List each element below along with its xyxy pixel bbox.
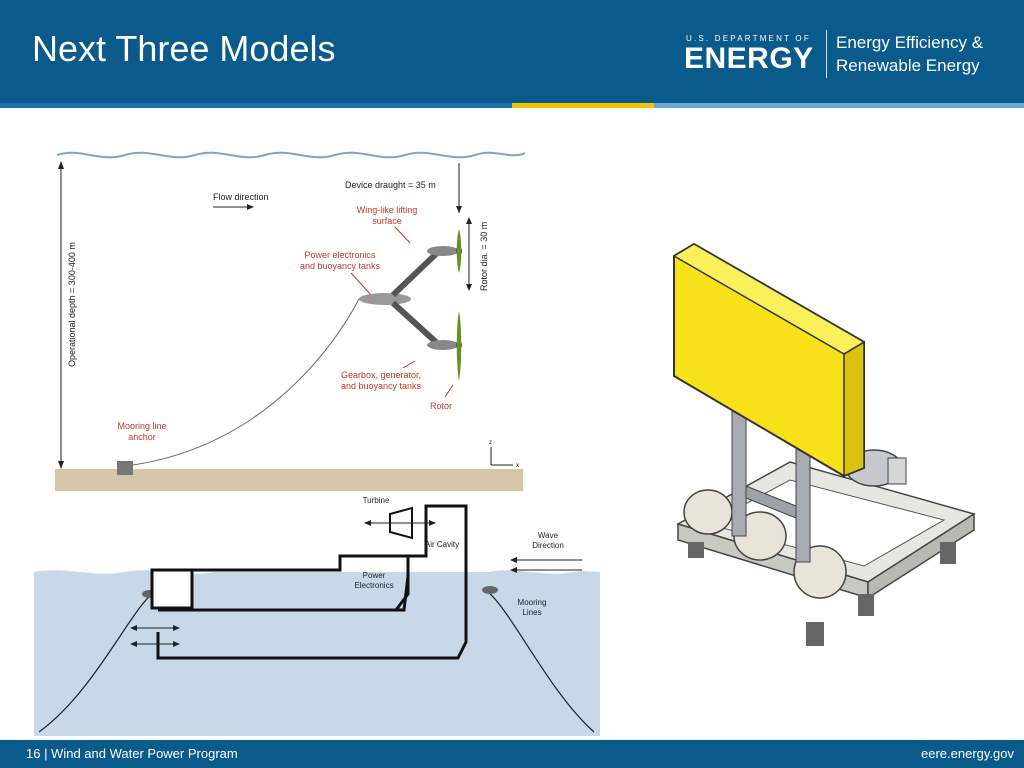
support-leg-right bbox=[795, 437, 811, 563]
header-stripe-left bbox=[0, 103, 512, 108]
seabed bbox=[55, 469, 523, 491]
rotor-label: Rotor bbox=[430, 401, 452, 411]
x-axis-label: x bbox=[516, 463, 519, 469]
wave-surge-device-render bbox=[672, 242, 976, 646]
turbine-arrow-left bbox=[364, 520, 371, 526]
air-cavity-label: Air Cavity bbox=[425, 540, 459, 549]
water-body bbox=[34, 570, 600, 736]
oscillation-arrowhead-lower-right bbox=[173, 641, 180, 647]
gearbox-leader bbox=[402, 360, 416, 369]
rotor-dia-arrow-bottom bbox=[466, 284, 472, 291]
support-leg-left bbox=[731, 405, 747, 537]
turbine-arrow-right bbox=[429, 520, 436, 526]
draught-arrowhead bbox=[456, 206, 462, 213]
foot-front-left bbox=[688, 542, 704, 558]
tidal-diagram-bg bbox=[55, 135, 525, 493]
wave-direction-line2: Direction bbox=[532, 541, 564, 550]
sea-surface-line bbox=[56, 151, 525, 159]
forward-chamber bbox=[150, 568, 194, 610]
foot-back-right bbox=[940, 542, 956, 564]
gearbox-label-line2: and buoyancy tanks bbox=[341, 381, 422, 391]
mooring-anchor-block bbox=[117, 461, 133, 475]
owc-device-diagram: Turbine Air Cavity Power Electronics Wav… bbox=[34, 492, 600, 736]
slide-footer: 16 | Wind and Water Power Program eere.e… bbox=[0, 740, 1024, 768]
eere-logo-line2: Renewable Energy bbox=[836, 56, 980, 75]
power-electronics-compartment bbox=[340, 554, 410, 611]
mooring-anchor-line2: anchor bbox=[128, 432, 156, 442]
wing-label-line2: surface bbox=[372, 216, 402, 226]
flow-direction-label: Flow direction bbox=[213, 192, 269, 202]
mooring-line-right bbox=[487, 591, 595, 733]
z-axis-label: z bbox=[489, 440, 492, 446]
wave-arrowhead-upper bbox=[510, 557, 517, 563]
support-crossbar bbox=[745, 485, 797, 519]
power-electronics-label-line2: Electronics bbox=[354, 581, 393, 590]
mooring-attach-right bbox=[482, 586, 498, 594]
yellow-paddle-face bbox=[673, 242, 865, 478]
mooring-lines-label-line2: Lines bbox=[522, 608, 541, 617]
rotor-dia-arrow-top bbox=[466, 217, 472, 224]
header-stripe-mid bbox=[512, 103, 654, 108]
mooring-line-left bbox=[38, 591, 155, 733]
wave-direction-line1: Wave bbox=[538, 531, 559, 540]
buoyancy-cylinder-1 bbox=[683, 489, 733, 535]
footer-website[interactable]: eere.energy.gov bbox=[921, 746, 1014, 761]
upper-rotor-blade bbox=[456, 229, 462, 273]
power-electronics-line2: and buoyancy tanks bbox=[300, 261, 381, 271]
eere-logo-line1: Energy Efficiency & bbox=[836, 33, 984, 52]
slide-header: Next Three Models U.S. DEPARTMENT OF ENE… bbox=[0, 0, 1024, 103]
wing-leader bbox=[394, 226, 411, 244]
oscillation-arrowhead-lower-left bbox=[130, 641, 137, 647]
wave-arrowhead-lower bbox=[510, 567, 517, 573]
yellow-paddle-top bbox=[672, 243, 866, 355]
upper-strut bbox=[390, 250, 440, 298]
foot-front-right bbox=[806, 622, 824, 646]
oscillation-arrowhead-upper-left bbox=[130, 625, 137, 631]
depth-arrow-bottom bbox=[58, 461, 64, 469]
foot-mid-right bbox=[858, 594, 874, 616]
base-frame-side bbox=[867, 512, 975, 600]
power-electronics-line1: Power electronics bbox=[304, 250, 376, 260]
logo-divider bbox=[826, 30, 827, 78]
footer-program-label: 16 | Wind and Water Power Program bbox=[26, 746, 238, 761]
upper-nacelle bbox=[427, 246, 459, 256]
lower-strut bbox=[390, 300, 440, 346]
oscillation-arrowhead-upper-right bbox=[173, 625, 180, 631]
central-buoyancy-body bbox=[359, 293, 411, 305]
turbine-label: Turbine bbox=[363, 496, 390, 505]
rotor-leader bbox=[444, 384, 454, 398]
flow-direction-arrowhead bbox=[247, 204, 254, 210]
tidal-device-diagram: Operational depth = 300-400 m Flow direc… bbox=[55, 135, 525, 493]
doe-logo-small-text: U.S. DEPARTMENT OF bbox=[686, 34, 811, 43]
power-electronics-leader bbox=[350, 272, 372, 296]
rotor-dia-label: Rotor dia. = 30 m bbox=[479, 222, 489, 291]
doe-logo-energy: ENERGY bbox=[684, 42, 814, 75]
generator-endcap bbox=[887, 457, 907, 485]
depth-arrow-top bbox=[58, 161, 64, 169]
mooring-lines-label-line1: Mooring bbox=[518, 598, 547, 607]
mooring-tether bbox=[132, 298, 360, 466]
gearbox-label-line1: Gearbox, generator, bbox=[341, 370, 421, 380]
header-stripe-right bbox=[654, 103, 1024, 108]
hull-outline bbox=[154, 504, 468, 660]
mooring-anchor-line1: Mooring line bbox=[117, 421, 166, 431]
wing-label-line1: Wing-like lifting bbox=[357, 205, 418, 215]
lower-rotor-blade bbox=[456, 311, 462, 381]
operational-depth-label: Operational depth = 300-400 m bbox=[67, 242, 77, 367]
power-electronics-label-line1: Power bbox=[363, 571, 386, 580]
lower-nacelle bbox=[427, 340, 459, 350]
slide-title: Next Three Models bbox=[32, 28, 336, 69]
device-draught-label: Device draught = 35 m bbox=[345, 180, 436, 190]
yellow-paddle-edge bbox=[843, 340, 865, 478]
